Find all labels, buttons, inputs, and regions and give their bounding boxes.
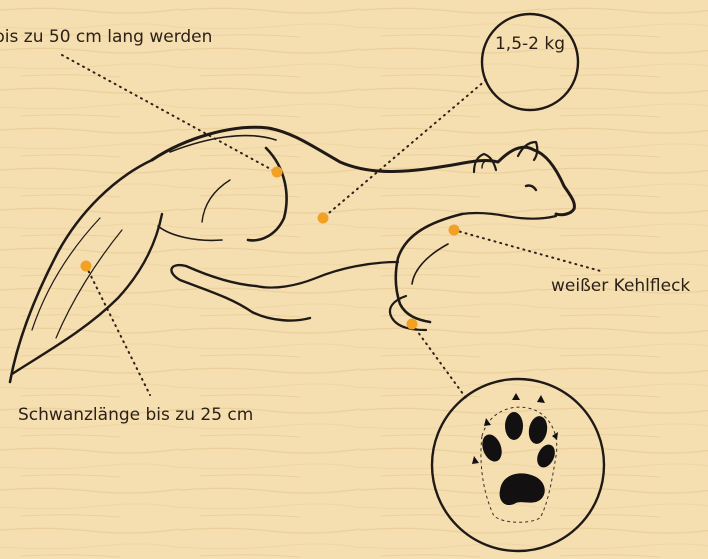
marker-weight [318, 213, 329, 224]
marker-body [272, 167, 283, 178]
throat-patch-label: weißer Kehlfleck [551, 276, 690, 296]
weight-label: 1,5-2 kg [482, 34, 578, 54]
marker-tail [81, 261, 92, 272]
marker-throat [449, 225, 460, 236]
body-length-label: bis zu 50 cm lang werden [0, 27, 212, 47]
marker-paw [407, 319, 418, 330]
tail-length-label: Schwanzlänge bis zu 25 cm [18, 405, 253, 425]
